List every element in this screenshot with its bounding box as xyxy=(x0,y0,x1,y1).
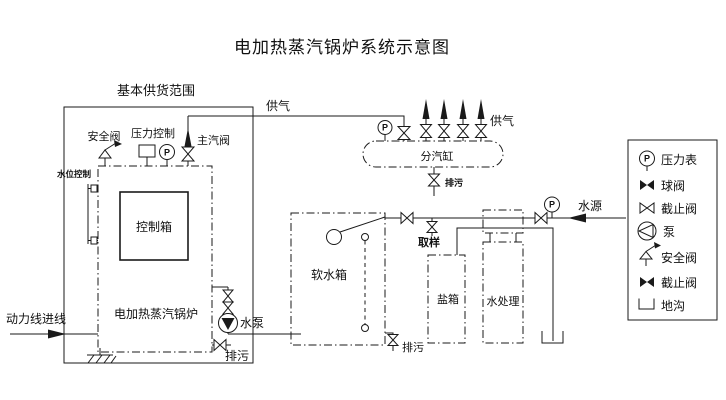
distributor-blowdown-label: 排污 xyxy=(445,177,463,188)
supply-scope-box xyxy=(63,106,254,364)
soft-water-tank xyxy=(290,212,386,346)
water-pump-label: 水泵 xyxy=(240,316,264,330)
source-pressure-gauge-icon: P xyxy=(544,196,560,218)
distributor-label: 分汽缸 xyxy=(421,149,454,163)
boiler-blowdown-valve-icon xyxy=(212,338,231,352)
ball-valve-icon xyxy=(640,180,654,190)
legend-label: 压力表 xyxy=(661,153,697,167)
legend-row: 地沟 xyxy=(638,298,685,313)
stop-valve-solid-icon xyxy=(640,277,654,287)
legend-row: P 压力表 xyxy=(639,150,697,171)
main-steam-valve-icon xyxy=(180,116,196,166)
trench-icon xyxy=(638,298,655,310)
pressure-gauge-letter: P xyxy=(382,123,388,133)
pump-icon xyxy=(637,221,657,241)
legend-label: 球阀 xyxy=(661,179,685,193)
legend-row: 截止阀 xyxy=(639,202,697,216)
control-box xyxy=(119,191,189,261)
water-level-gauge-icon xyxy=(87,184,98,245)
boiler-label: 电加热蒸汽锅炉 xyxy=(114,306,198,321)
water-treatment-label: 水处理 xyxy=(487,295,520,308)
distributor-outlet-valve-icon xyxy=(419,99,433,141)
soft-water-tank-label: 软水箱 xyxy=(311,267,347,282)
legend: P 压力表 球阀 截止阀 泵 xyxy=(627,139,718,321)
source-valve-icon xyxy=(534,211,548,225)
flow-arrow-up-icon xyxy=(184,128,192,147)
pressure-gauge-icon xyxy=(159,144,175,160)
power-line-arrow xyxy=(10,329,98,339)
legend-label: 地沟 xyxy=(661,299,685,313)
pressure-gauge-letter: P xyxy=(549,200,555,210)
sampling-label: 取样 xyxy=(418,235,440,249)
distributor-drain-valve-icon xyxy=(427,167,441,196)
water-system-group: 软水箱 取样 盐箱 水处理 xyxy=(290,196,626,354)
distributor-outlet-valve-icon xyxy=(474,99,488,141)
pressure-control-label: 压力控制 xyxy=(131,126,175,140)
salt-box-label: 盐箱 xyxy=(437,292,459,306)
water-level-control-label: 水位控制 xyxy=(56,169,92,179)
water-treatment-connector xyxy=(489,233,517,242)
safety-valve-label: 安全阀 xyxy=(88,129,121,143)
pressure-gauge-letter: P xyxy=(644,154,650,164)
float-valve-icon xyxy=(326,216,386,245)
legend-label: 安全阀 xyxy=(661,250,697,265)
stop-valve-icon xyxy=(639,202,655,214)
control-box-label: 控制箱 xyxy=(136,219,172,234)
legend-label: 泵 xyxy=(663,225,675,239)
safety-valve-icon xyxy=(638,242,661,266)
sampling-valve-icon xyxy=(425,218,439,236)
distributor-outlet-valve-icon xyxy=(456,99,470,141)
trench-icon xyxy=(541,331,564,344)
supply-gas-right-label: 供气 xyxy=(490,113,514,128)
main-steam-valve-label: 主汽阀 xyxy=(197,133,230,147)
boiler-box xyxy=(97,165,213,353)
level-indicator-icon xyxy=(361,233,369,332)
water-treatment-head xyxy=(482,209,524,234)
supply-scope-group: 基本供货范围 控制箱 电加热蒸汽锅炉 安全阀 P 压力控制 主汽阀 xyxy=(6,83,301,364)
distributor-inlet-valve-icon xyxy=(396,126,412,140)
legend-row: 泵 xyxy=(637,221,675,241)
ground-icon xyxy=(87,348,117,364)
pressure-gauge-icon: P xyxy=(639,150,655,171)
safety-valve-icon xyxy=(98,140,122,166)
legend-box xyxy=(627,139,718,321)
flow-arrow-left-icon xyxy=(568,213,586,223)
legend-label: 截止阀 xyxy=(661,202,697,216)
power-line-label: 动力线进线 xyxy=(6,312,66,326)
pressure-gauge-letter: P xyxy=(164,147,170,157)
legend-row: 安全阀 xyxy=(638,242,697,266)
legend-label: 截止阀 xyxy=(661,276,697,290)
feed-pump-icon xyxy=(212,286,301,335)
steam-distribution-group: 供气 P 分汽缸 xyxy=(188,98,514,196)
pressure-control-icon: P xyxy=(138,144,175,166)
legend-row: 截止阀 xyxy=(640,276,697,290)
water-source-label: 水源 xyxy=(578,199,602,213)
regeneration-drain-pipe xyxy=(456,227,554,341)
salt-box xyxy=(427,254,466,344)
water-treatment-box xyxy=(482,241,524,344)
supply-scope-label: 基本供货范围 xyxy=(117,83,195,98)
tank-outlet-valve-icon xyxy=(400,211,414,225)
distributor-pressure-gauge-icon: P xyxy=(377,120,393,141)
tank-blowdown-valve-icon xyxy=(385,332,400,351)
distributor-outlet-valve-icon xyxy=(437,99,451,141)
supply-gas-left-label: 供气 xyxy=(266,98,290,113)
page-title: 电加热蒸汽锅炉系统示意图 xyxy=(234,38,450,57)
boiler-blowdown-label: 排污 xyxy=(225,349,249,363)
legend-row: 球阀 xyxy=(640,179,685,193)
tank-blowdown-label: 排污 xyxy=(402,340,424,354)
